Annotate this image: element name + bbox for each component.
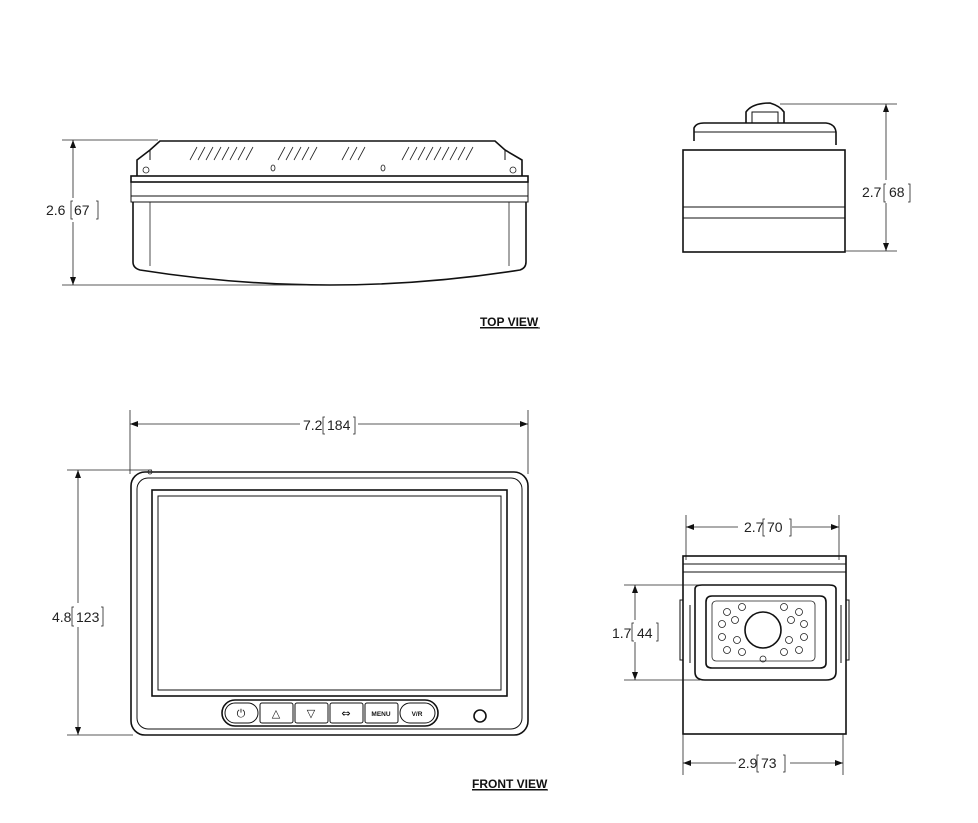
dimension-camera-depth: 2.7 68: [780, 103, 911, 252]
monitor-front-view: ⏻ △ ▽ ⇔ MENU V/R: [130, 469, 529, 736]
down-arrow-icon: ▽: [307, 707, 316, 720]
menu-button[interactable]: [364, 702, 399, 724]
camera-lens-icon: [744, 611, 782, 649]
dimension-monitor-height: 4.8 123: [52, 469, 152, 736]
camera-height-in: 1.7: [612, 625, 632, 641]
dimension-monitor-depth: 2.6 67: [46, 139, 320, 286]
dimension-camera-bottom-width: 2.9 73: [682, 734, 844, 775]
front-view-label: FRONT VIEW: [472, 777, 548, 791]
dimension-camera-height: 1.7 44: [612, 584, 700, 681]
monitor-width-mm: 184: [327, 417, 351, 433]
camera-height-mm: 44: [637, 625, 653, 641]
camera-side-view: [682, 102, 846, 253]
down-button[interactable]: [294, 702, 329, 724]
power-icon: ⏻: [237, 707, 246, 720]
vm-button[interactable]: [399, 702, 436, 724]
camera-top-width-mm: 70: [767, 519, 783, 535]
dimension-monitor-width: 7.2 184: [129, 410, 529, 474]
camera-bottom-width-in: 2.9: [738, 755, 758, 771]
monitor-height-mm: 123: [76, 609, 100, 625]
source-icon: ⇔: [341, 707, 350, 720]
monitor-width-in: 7.2: [303, 417, 323, 433]
source-button[interactable]: [329, 702, 364, 724]
dimension-camera-top-width: 2.7 70: [685, 515, 840, 560]
vm-label: V/R: [412, 711, 423, 718]
ir-led-array: [718, 603, 808, 656]
button-strip: [221, 699, 439, 727]
monitor-depth-in: 2.6: [46, 202, 66, 218]
up-button[interactable]: [259, 702, 294, 724]
camera-top-width-in: 2.7: [744, 519, 764, 535]
top-view-label: TOP VIEW: [480, 315, 539, 329]
camera-front-view: [679, 555, 850, 735]
camera-depth-in: 2.7: [862, 184, 882, 200]
vent-slots: [189, 146, 474, 161]
ir-sensor-icon: [473, 709, 487, 723]
monitor-top-view: [130, 140, 529, 286]
up-arrow-icon: △: [272, 707, 281, 720]
monitor-height-in: 4.8: [52, 609, 72, 625]
menu-label: MENU: [371, 711, 390, 718]
camera-bottom-width-mm: 73: [761, 755, 777, 771]
monitor-depth-mm: 67: [74, 202, 90, 218]
camera-depth-mm: 68: [889, 184, 905, 200]
power-button[interactable]: [224, 702, 259, 724]
